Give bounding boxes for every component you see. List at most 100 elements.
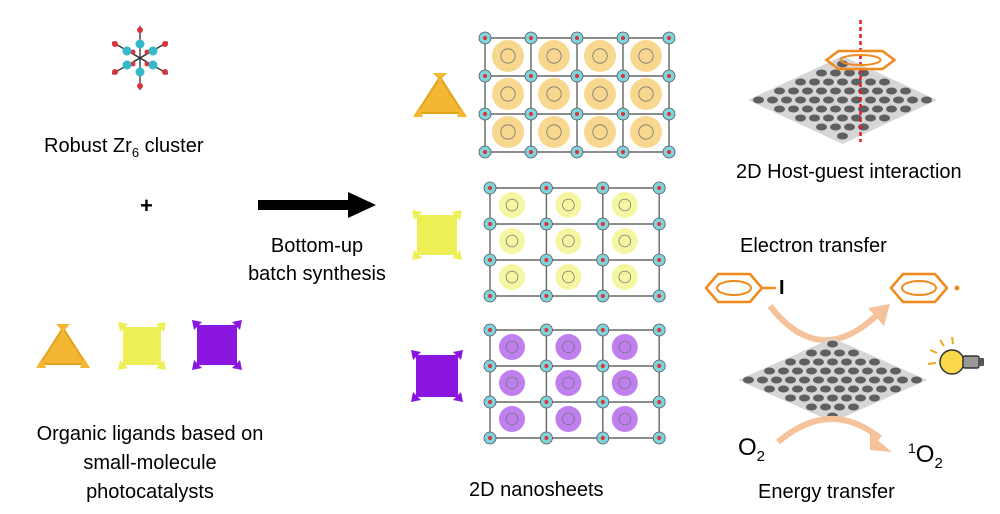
sheet-pore [834,403,845,411]
sheet-pore [844,87,855,95]
ligand-core [562,198,575,212]
sheet-pore [792,385,803,393]
iodine-label: I [779,277,785,299]
sheet-pore [820,349,831,357]
ligand-hub [611,228,638,254]
zr6-node-core [621,36,625,40]
sheet-pore [907,96,918,104]
benzene-ring-icon [889,272,960,304]
sheet-pore [844,105,855,113]
zr6-node-core [657,364,662,368]
zr6-node-core [488,328,492,332]
sheet-pore [820,367,831,375]
zr6-node-core [657,436,662,440]
ligand-core [505,376,519,390]
energy-transfer-label: Energy transfer [758,481,895,503]
oxygen-label: O2 [738,434,766,465]
ligand-core [618,376,632,390]
sheet-pore [830,87,841,95]
sheet-pore [883,376,894,384]
sheet-pore [806,403,817,411]
zr6-node-core [575,150,579,154]
sheet-pore [806,385,817,393]
ligand-core [505,340,519,354]
sheet-pore [855,394,866,402]
sheet-pore [827,376,838,384]
zr6-node-core [575,36,579,40]
zr6-node-core [544,258,549,262]
zr6-node-core [600,364,605,368]
zr6-node-core [483,36,487,40]
sheet-pore [844,69,855,77]
ligand-hub [499,406,525,432]
zr6-node-core [667,36,671,40]
zr6-node-core [529,150,533,154]
electron-transfer-label: Electron transfer [740,235,887,257]
sheet-pore [862,385,873,393]
zr6-node-core [483,112,487,116]
sheet-pore [837,96,848,104]
host-guest-sheet-image [748,20,937,144]
ligand-core [592,124,608,140]
zr6-node-core [483,74,487,78]
sheet-pore [897,376,908,384]
zr6-node-core [544,294,549,298]
sheet-pore [848,349,859,357]
sheet-pore [820,403,831,411]
sheet-pore [816,87,827,95]
zr6-node-core [488,258,492,262]
ligand-core [562,234,575,248]
ligand-core [638,124,654,140]
sheet-pore [771,376,782,384]
ligand-core [618,198,632,212]
zr6-node-core [667,112,671,116]
zr6-node-core [657,400,662,404]
sheet-pore [876,385,887,393]
plus-sign: + [140,193,153,218]
triangle-ligand-icon [36,324,90,368]
sheet-pore [816,69,827,77]
zr6-node-core [600,328,605,332]
ligand-core [546,48,562,64]
zr6-node-core [544,364,549,368]
sheet-pore [820,385,831,393]
sheet-pore [757,376,768,384]
sheet-pore [837,114,848,122]
sheet-pore [841,376,852,384]
ligand-core [592,48,608,64]
zr6-node-core [621,74,625,78]
sheet-pore [827,358,838,366]
sheet-pore [841,358,852,366]
zr6-node-core [600,294,605,298]
ligand-hub [630,40,662,72]
sheet-pore [785,358,796,366]
ligand-core [592,86,608,102]
ligand-hub [555,192,582,218]
zr6-node-core [621,112,625,116]
sheet-pore [799,394,810,402]
ligand-core [562,340,575,354]
ligand-core [500,48,516,64]
sheet-pore [879,78,890,86]
sheet-pore [830,105,841,113]
zr6-node-core [488,400,492,404]
synthesis-caption: Bottom-up batch synthesis [248,235,386,285]
sheet-pore [823,78,834,86]
zr6-node-core [667,74,671,78]
ligand-core [618,234,632,248]
zr6-node-core [544,436,549,440]
sheet-pore [799,358,810,366]
sheet-pore [802,87,813,95]
sheet-pore [778,385,789,393]
zr6-node-core [600,436,605,440]
sheet-pore [753,96,764,104]
zr6-node-core [529,112,533,116]
sheet-pore [872,105,883,113]
lightbulb-icon [927,336,984,375]
square-ligand-icon-purple [192,320,242,370]
sheet-pore [890,385,901,393]
sheet-pore [865,78,876,86]
sheet-pore [886,87,897,95]
zr6-node-core [575,112,579,116]
sheet-pore [806,349,817,357]
